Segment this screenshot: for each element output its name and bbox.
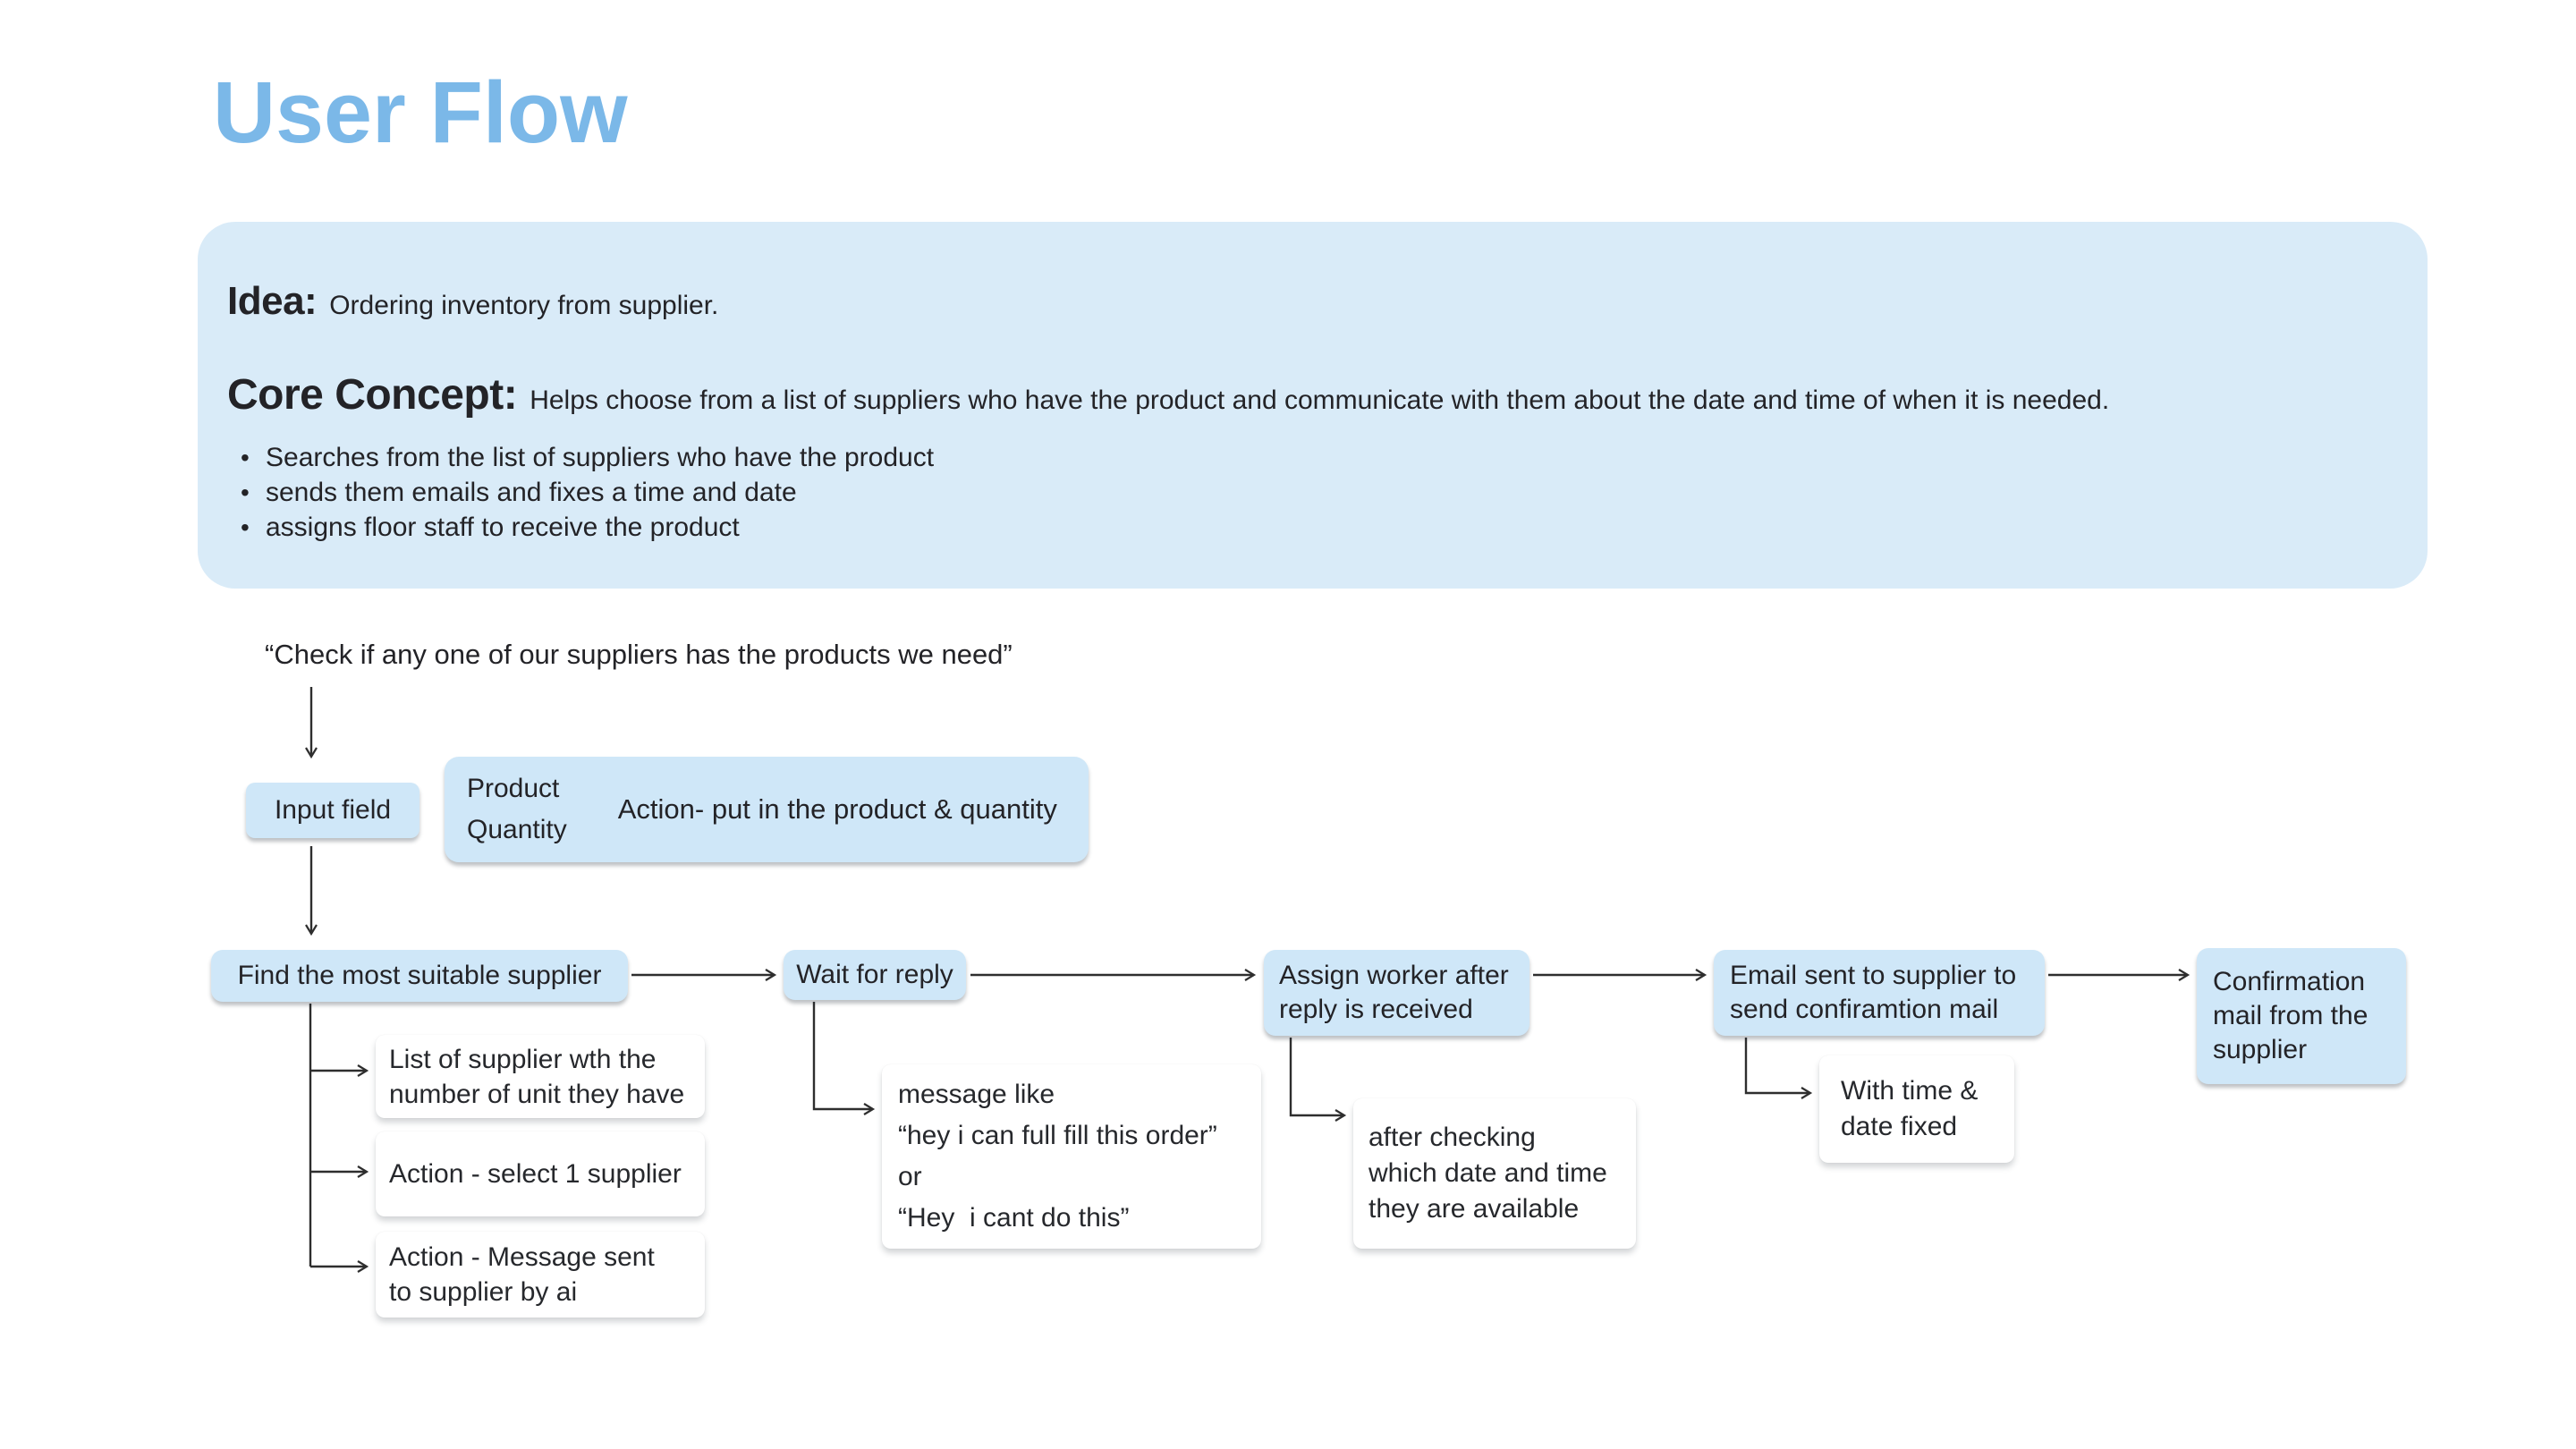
note-time-date-fixed: With time & date fixed bbox=[1819, 1055, 2014, 1163]
node-product-quantity: Product Quantity Action- put in the prod… bbox=[445, 757, 1089, 862]
idea-panel: Idea: Ordering inventory from supplier. C… bbox=[198, 222, 2428, 589]
product-action-label: Action- put in the product & quantity bbox=[617, 793, 1057, 825]
note-supplier-list-text: List of supplier wth the number of unit … bbox=[389, 1044, 685, 1109]
bullet-item: assigns floor staff to receive the produ… bbox=[239, 510, 934, 545]
note-after-checking-text: after checking which date and time they … bbox=[1368, 1123, 1607, 1224]
core-concept-label: Core Concept: bbox=[227, 371, 518, 419]
start-quote: “Check if any one of our suppliers has t… bbox=[265, 639, 1013, 670]
node-email-sent: Email sent to supplier to send confiramt… bbox=[1714, 950, 2045, 1036]
concept-bullet-list: Searches from the list of suppliers who … bbox=[239, 440, 934, 545]
arrow-wait-to-reply-note bbox=[812, 1002, 876, 1115]
node-confirmation-mail-label: Confirmation mail from the supplier bbox=[2213, 967, 2368, 1064]
note-message-sent-text: Action - Message sent to supplier by ai bbox=[389, 1242, 655, 1307]
note-reply-examples: message like “hey i can full fill this o… bbox=[882, 1064, 1261, 1249]
node-assign-worker-label: Assign worker after reply is received bbox=[1279, 961, 1509, 1024]
product-quantity-label: Product Quantity bbox=[467, 774, 567, 844]
note-message-sent: Action - Message sent to supplier by ai bbox=[376, 1232, 705, 1318]
note-supplier-list: List of supplier wth the number of unit … bbox=[376, 1035, 705, 1118]
arrow-email-to-time-note bbox=[1744, 1038, 1813, 1099]
note-reply-examples-text: message like “hey i can full fill this o… bbox=[898, 1080, 1217, 1233]
node-email-sent-label: Email sent to supplier to send confiramt… bbox=[1730, 961, 2017, 1024]
node-find-supplier: Find the most suitable supplier bbox=[211, 950, 628, 1002]
node-input-field-label: Input field bbox=[274, 795, 392, 825]
idea-row: Idea: Ordering inventory from supplier. bbox=[227, 279, 718, 324]
idea-label: Idea: bbox=[227, 279, 318, 323]
page-title: User Flow bbox=[213, 64, 628, 161]
bullet-item: sends them emails and fixes a time and d… bbox=[239, 475, 934, 510]
node-confirmation-mail: Confirmation mail from the supplier bbox=[2197, 948, 2406, 1084]
note-after-checking: after checking which date and time they … bbox=[1353, 1098, 1636, 1249]
node-assign-worker: Assign worker after reply is received bbox=[1264, 950, 1530, 1036]
node-input-field: Input field bbox=[246, 783, 419, 838]
node-wait-for-reply-label: Wait for reply bbox=[796, 960, 953, 989]
node-find-supplier-label: Find the most suitable supplier bbox=[237, 961, 602, 990]
core-concept-row: Core Concept: Helps choose from a list of… bbox=[227, 370, 2109, 419]
node-wait-for-reply: Wait for reply bbox=[784, 950, 966, 1000]
arrow-assign-to-check-note bbox=[1289, 1038, 1347, 1122]
note-select-supplier: Action - select 1 supplier bbox=[376, 1131, 705, 1216]
note-select-supplier-text: Action - select 1 supplier bbox=[389, 1159, 682, 1189]
note-time-date-fixed-text: With time & date fixed bbox=[1841, 1076, 1979, 1141]
core-concept-text: Helps choose from a list of suppliers wh… bbox=[530, 386, 2110, 415]
idea-text: Ordering inventory from supplier. bbox=[329, 291, 719, 320]
bullet-item: Searches from the list of suppliers who … bbox=[239, 440, 934, 475]
